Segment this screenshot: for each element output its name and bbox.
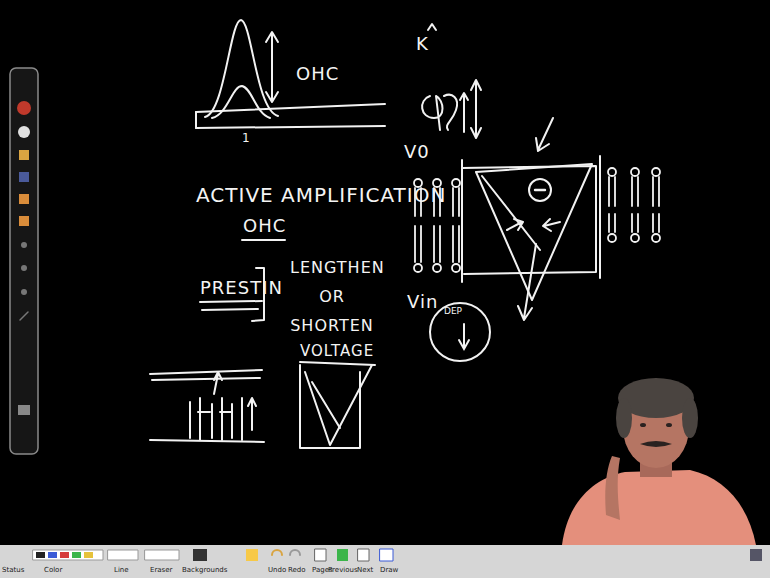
board-label: Vin: [407, 292, 438, 312]
toolbar-label: Draw: [380, 566, 398, 574]
toolbar-label: Color: [44, 566, 62, 574]
toolbar-label: Line: [114, 566, 129, 574]
board-label: VOLTAGE: [300, 343, 374, 360]
toolbar-label: Redo: [288, 566, 306, 574]
board-label: OHC: [243, 216, 286, 236]
toolbar-label: Status: [2, 566, 24, 574]
circle-node: DEP: [428, 300, 492, 364]
toolbar-label: Backgrounds: [182, 566, 227, 574]
node-text: DEP: [428, 306, 492, 316]
board-label: ACTIVE AMPLIFICATION: [196, 184, 446, 206]
toolbar-label: Next: [357, 566, 373, 574]
board-label: PRESTIN: [200, 278, 283, 298]
board-label: V0: [404, 142, 430, 162]
board-label: OHC: [296, 64, 339, 84]
toolbar-label: Eraser: [150, 566, 172, 574]
board-label: K: [416, 34, 429, 54]
toolbar-label: Undo: [268, 566, 286, 574]
board-label: 1: [242, 132, 251, 145]
toolbar-label: Previous: [328, 566, 358, 574]
board-label: LENGTHEN OR SHORTEN: [290, 253, 374, 340]
